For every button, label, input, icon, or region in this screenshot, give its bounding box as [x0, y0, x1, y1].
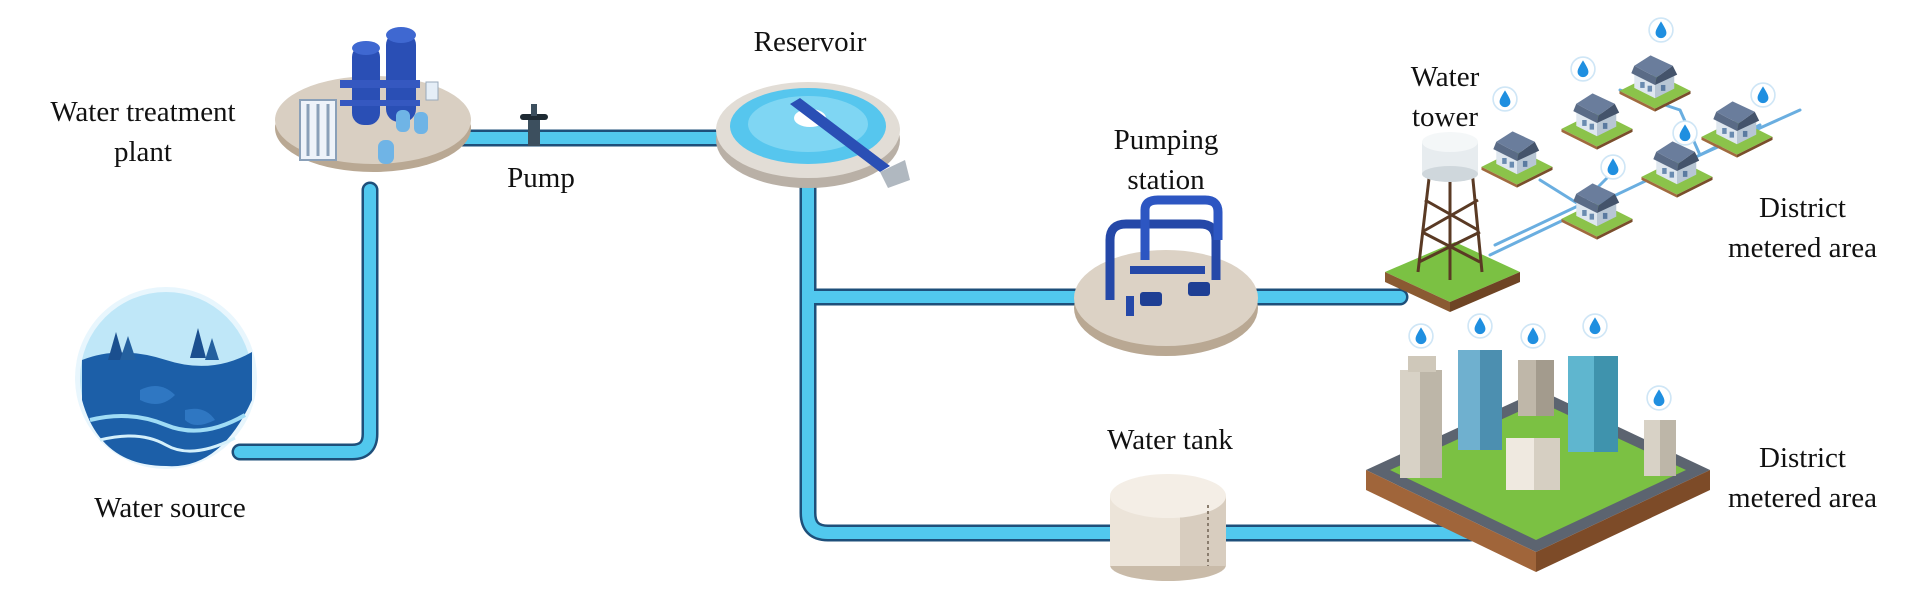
reservoir-node — [716, 82, 910, 188]
water-drop-icon — [1648, 17, 1674, 43]
dma-city — [1366, 350, 1710, 572]
label-pumping-station: Pumping station — [1113, 124, 1219, 196]
water-drop-icon — [1646, 385, 1672, 411]
label-district-metered-area-bottom: District metered area — [1728, 442, 1877, 514]
valve-icon — [520, 104, 548, 146]
building-icon — [1518, 360, 1554, 416]
building-icon — [1400, 356, 1442, 478]
pumping-station-node — [1074, 195, 1258, 356]
water-treatment-plant-node — [275, 27, 471, 172]
label-water-tank: Water tank — [1107, 424, 1233, 456]
tree-icon — [190, 328, 206, 358]
pipe-outline-layer — [231, 129, 1479, 542]
water-drop-icon — [1467, 313, 1493, 339]
label-water-tower: Water tower — [1410, 61, 1480, 133]
water-tank-node — [1110, 474, 1226, 581]
pipe-water-layer — [234, 132, 1476, 539]
water-source-node — [75, 287, 257, 469]
water-drop-icon — [1672, 120, 1698, 146]
water-drop-icon — [1520, 323, 1546, 349]
building-icon — [1568, 356, 1618, 452]
house-icon — [1561, 93, 1633, 150]
water-drop-icon — [1600, 154, 1626, 180]
label-pump: Pump — [507, 162, 575, 194]
water-tower-node — [1385, 132, 1520, 312]
tree-icon — [205, 338, 219, 360]
house-icon — [1641, 141, 1713, 198]
building-icon — [1506, 438, 1560, 490]
tree-icon — [108, 332, 124, 360]
building-icon — [1644, 420, 1676, 476]
water-drop-icon — [1408, 323, 1434, 349]
water-drop-icon — [1582, 313, 1608, 339]
tree-icon — [120, 336, 136, 360]
building-icon — [1458, 350, 1502, 450]
label-reservoir: Reservoir — [753, 26, 867, 58]
pipe-network — [231, 88, 1802, 542]
label-district-metered-area-top: District metered area — [1728, 192, 1877, 264]
label-water-treatment-plant: Water treatment plant — [50, 96, 236, 168]
label-water-source: Water source — [94, 492, 246, 524]
house-icon — [1481, 131, 1553, 188]
water-drop-icon — [1570, 56, 1596, 82]
house-icon — [1619, 55, 1691, 112]
water-drop-icon — [1750, 82, 1776, 108]
